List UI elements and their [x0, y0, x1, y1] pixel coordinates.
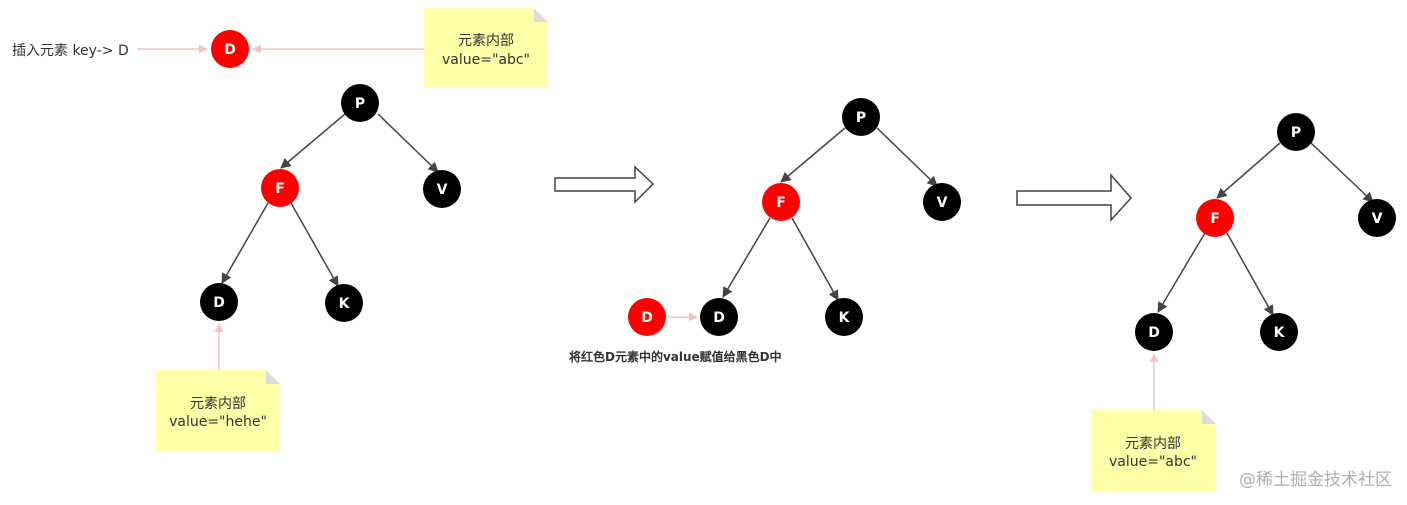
insert-label: 插入元素 key-> D — [12, 43, 129, 59]
watermark: @稀土掘金技术社区 — [1239, 470, 1392, 490]
svg-text:value="abc": value="abc" — [442, 52, 530, 68]
svg-text:元素内部: 元素内部 — [458, 33, 514, 49]
svg-text:K: K — [1274, 325, 1286, 341]
panel2-tree: P F V D K D — [628, 98, 961, 336]
svg-text:F: F — [776, 195, 786, 211]
svg-text:value="abc": value="abc" — [1109, 454, 1197, 470]
panel2-node-red-d: D — [628, 298, 666, 336]
svg-text:value="hehe": value="hehe" — [169, 414, 267, 430]
svg-text:V: V — [1372, 211, 1383, 227]
svg-text:元素内部: 元素内部 — [1125, 436, 1181, 452]
transition-arrow-2 — [1016, 172, 1133, 222]
svg-text:P: P — [856, 110, 866, 126]
svg-text:P: P — [355, 96, 365, 112]
panel1-node-f: F — [261, 169, 299, 207]
svg-text:元素内部: 元素内部 — [190, 396, 246, 412]
svg-text:F: F — [1210, 211, 1220, 227]
svg-text:V: V — [937, 195, 948, 211]
panel3-node-d: D — [1135, 313, 1173, 351]
panel1-node-p: P — [341, 84, 379, 122]
panel2-node-f: F — [762, 183, 800, 221]
panel2-node-d: D — [700, 298, 738, 336]
incoming-node-d: D — [211, 30, 249, 68]
panel3-node-k: K — [1260, 313, 1298, 351]
svg-text:D: D — [713, 310, 725, 326]
panel1-node-v: V — [423, 170, 461, 208]
svg-text:P: P — [1291, 125, 1301, 141]
svg-text:D: D — [1148, 325, 1160, 341]
panel2-node-k: K — [825, 298, 863, 336]
panel2-caption: 将红色D元素中的value赋值给黑色D中 — [569, 349, 782, 364]
svg-text:F: F — [275, 181, 285, 197]
svg-text:D: D — [641, 310, 653, 326]
panel3-node-f: F — [1196, 199, 1234, 237]
panel1-node-k: K — [325, 284, 363, 322]
svg-text:K: K — [839, 310, 851, 326]
panel3-node-p: P — [1277, 113, 1315, 151]
panel1-tree: P F V D K — [200, 84, 461, 370]
svg-text:V: V — [437, 182, 448, 198]
panel3-node-v: V — [1358, 199, 1396, 237]
panel3-tree: P F V D K — [1135, 113, 1396, 410]
panel1-note: 元素内部 value="hehe" — [156, 370, 280, 451]
panel2-node-v: V — [923, 183, 961, 221]
svg-text:K: K — [339, 296, 351, 312]
svg-text:D: D — [224, 42, 236, 58]
panel2-node-p: P — [842, 98, 880, 136]
transition-arrow-1 — [554, 165, 655, 204]
panel3-note: 元素内部 value="abc" — [1091, 410, 1216, 491]
panel1-node-d: D — [200, 283, 238, 321]
top-note: 元素内部 value="abc" — [424, 8, 548, 88]
svg-text:D: D — [213, 295, 225, 311]
